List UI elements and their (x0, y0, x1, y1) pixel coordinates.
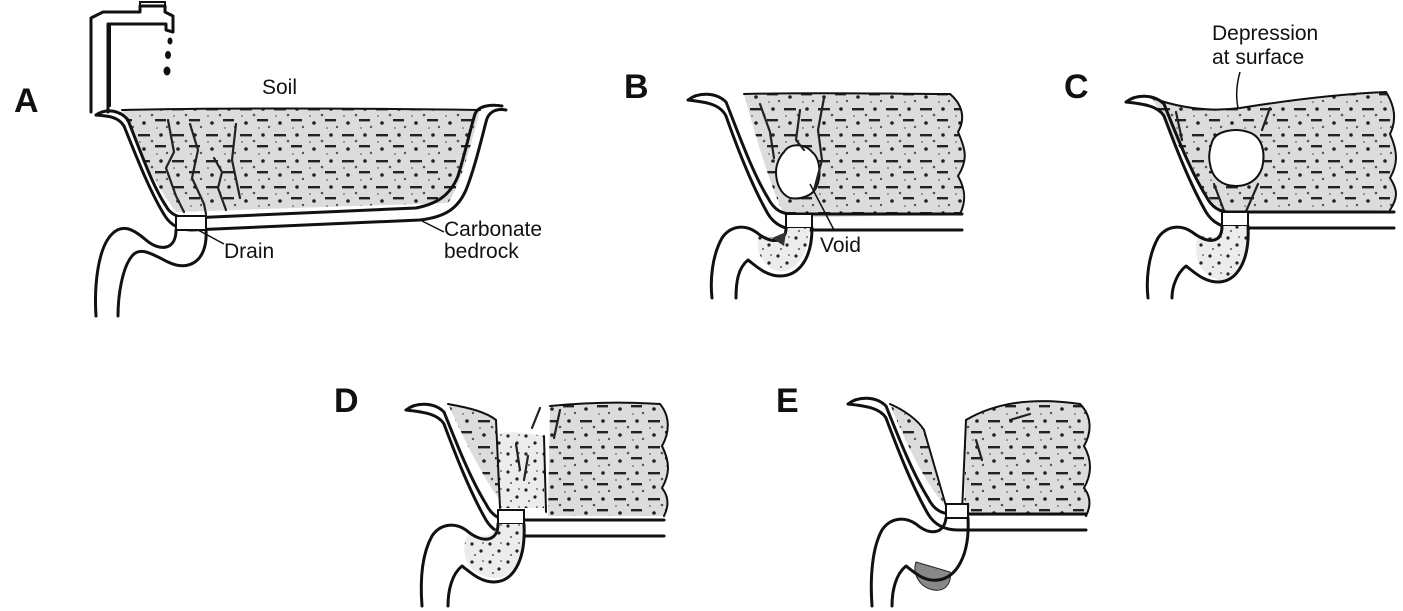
drain-label: Drain (224, 240, 274, 263)
soil-body-c (1152, 92, 1396, 214)
water-drops-icon (164, 38, 173, 76)
soil-body-d-right (548, 403, 668, 516)
faucet-icon (91, 2, 173, 112)
panel-letter-d: D (334, 382, 359, 420)
soil-body-e-left (890, 404, 944, 504)
panel-d: D (334, 382, 668, 606)
void-cavity-c (1209, 130, 1263, 186)
depression-label-line2: at surface (1212, 46, 1304, 69)
void-label: Void (820, 234, 861, 257)
soil-body-e-right (964, 401, 1090, 516)
drain-pipe-a (96, 216, 207, 316)
soil-label: Soil (262, 76, 297, 99)
panel-b: B Void (624, 68, 965, 298)
depression-label-line1: Depression (1212, 22, 1318, 45)
panel-e: E (776, 382, 1090, 606)
carbonate-bedrock-label-line1: Carbonate (444, 218, 542, 241)
soil-body-b (744, 93, 965, 218)
panel-a: A Soil Drain (14, 2, 542, 316)
panel-c: C Depression at surface (1064, 22, 1396, 298)
carbonate-bedrock-label-line2: bedrock (444, 240, 519, 263)
panel-letter-c: C (1064, 68, 1089, 106)
panel-letter-a: A (14, 82, 39, 120)
panel-letter-b: B (624, 68, 649, 106)
panel-letter-e: E (776, 382, 799, 420)
